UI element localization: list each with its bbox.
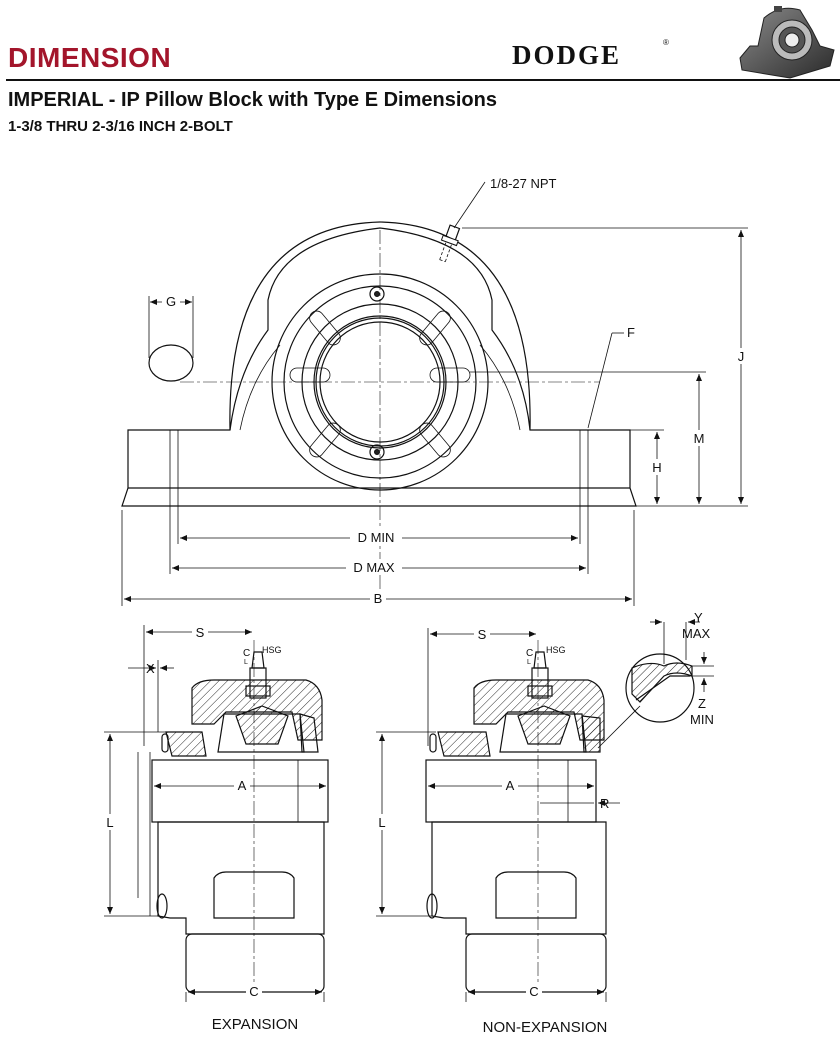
nexp-s-label: S xyxy=(478,627,487,642)
f-label: F xyxy=(627,325,635,340)
expansion-caption: EXPANSION xyxy=(212,1016,298,1033)
nexp-r-label: R xyxy=(600,796,609,811)
j-label: J xyxy=(738,349,745,364)
nexp-l-label: L xyxy=(378,815,385,830)
nexp-cl-label: C xyxy=(526,648,533,659)
d-min-label: D MIN xyxy=(358,530,395,545)
fitting-label: 1/8-27 NPT xyxy=(490,176,557,191)
exp-l-label: L xyxy=(106,815,113,830)
pillow-block-bearing-image xyxy=(739,6,835,79)
g-label: G xyxy=(166,294,176,309)
nexp-hsg-label: HSG xyxy=(546,645,566,655)
z-label: Z xyxy=(698,696,706,711)
front-view: 1/8-27 NPT G F J M H D MIN D MAX xyxy=(121,176,750,606)
exp-c-label: C xyxy=(249,984,258,999)
y-label: Y xyxy=(694,610,703,625)
exp-cl-sub: L xyxy=(244,659,248,666)
exp-s-label: S xyxy=(196,625,205,640)
nexp-c-label: C xyxy=(529,984,538,999)
non-expansion-caption: NON-EXPANSION xyxy=(483,1019,608,1036)
y-sub: MAX xyxy=(682,626,711,641)
seal-detail: Y MAX Z MIN xyxy=(597,610,714,749)
h-label: H xyxy=(652,460,661,475)
nexp-cl-sub: L xyxy=(527,659,531,666)
exp-a-label: A xyxy=(238,778,247,793)
size-range: 1-3/8 THRU 2-3/16 INCH 2-BOLT xyxy=(8,118,233,135)
registered-mark: ® xyxy=(663,38,669,47)
b-label: B xyxy=(374,591,383,606)
exp-cl-label: C xyxy=(243,648,250,659)
m-label: M xyxy=(694,431,705,446)
product-subtitle: IMPERIAL - IP Pillow Block with Type E D… xyxy=(8,89,497,111)
brand-name: DODGE xyxy=(512,40,622,70)
z-sub: MIN xyxy=(690,712,714,727)
exp-x-label: X xyxy=(146,661,155,676)
expansion-view: S C L HSG X A L C EXPANSION xyxy=(102,624,329,1033)
header-rule xyxy=(6,79,840,81)
d-max-label: D MAX xyxy=(353,560,395,575)
exp-hsg-label: HSG xyxy=(262,645,282,655)
page-title: DIMENSION xyxy=(8,42,172,73)
dodge-logo: DODGE ® xyxy=(512,38,672,72)
nexp-a-label: A xyxy=(506,778,515,793)
non-expansion-view: S C L HSG A R L C NON-EXPANSION xyxy=(374,626,620,1036)
